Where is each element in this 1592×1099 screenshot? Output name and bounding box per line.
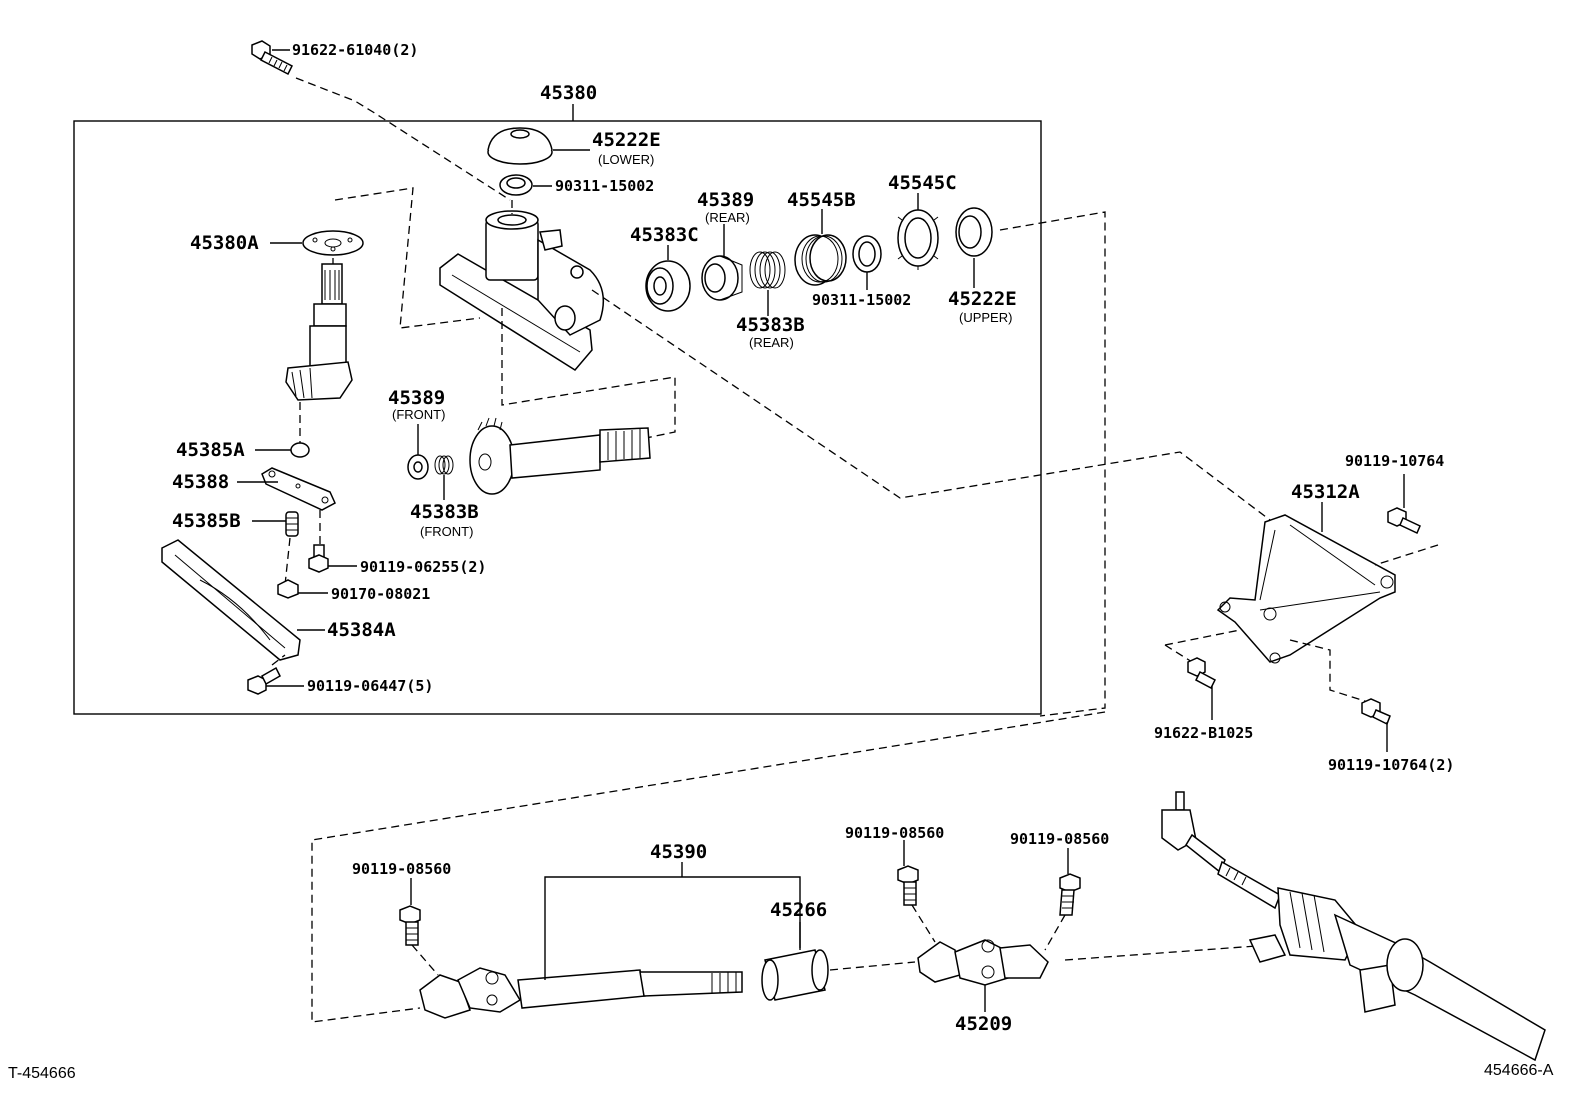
- label-45389-front: 45389: [388, 387, 445, 409]
- label-91622-61040: 91622-61040(2): [292, 41, 418, 59]
- cap-45222e-upper: [955, 207, 993, 257]
- corner-label-left: T-454666: [8, 1065, 76, 1082]
- cone-45389-rear: [701, 255, 743, 301]
- label-45385a: 45385A: [176, 439, 245, 461]
- label-45384a: 45384A: [327, 619, 396, 641]
- label-45222e-lower: 45222E: [592, 129, 661, 151]
- label-90311-15002-top: 90311-15002: [555, 177, 654, 195]
- label-45222e-upper: 45222E: [948, 288, 1017, 310]
- label-90119-08560-c: 90119-08560: [1010, 830, 1109, 848]
- label-45383b-rear: 45383B: [736, 314, 805, 336]
- label-90119-06447: 90119-06447(5): [307, 677, 433, 695]
- pinion-shaft: [285, 263, 353, 401]
- nut-90170-08021: [277, 579, 299, 599]
- label-upper: (UPPER): [959, 310, 1012, 325]
- bolt-90119-08560-c: [1059, 873, 1081, 916]
- spring-45545b: [794, 234, 847, 286]
- intermediate-shaft-45390: [419, 967, 743, 1019]
- ball-45385a: [290, 442, 310, 458]
- label-45312a: 45312A: [1291, 481, 1360, 503]
- spring-45383b-rear: [749, 251, 786, 289]
- label-front-2: (FRONT): [420, 524, 473, 539]
- label-45209: 45209: [955, 1013, 1012, 1035]
- seal-90311-15002-top: [499, 174, 533, 196]
- bolt-91622-b1025: [1187, 657, 1216, 690]
- label-rear-2: (REAR): [749, 335, 794, 350]
- bolt-91622-61040: [251, 40, 294, 76]
- gear-housing: [439, 210, 605, 371]
- cover-45384a: [161, 539, 301, 661]
- label-90170-08021: 90170-08021: [331, 585, 430, 603]
- label-45545b: 45545B: [787, 189, 856, 211]
- cap-45222e-lower: [487, 127, 553, 165]
- corner-label-right: 454666-A: [1484, 1062, 1554, 1079]
- steering-rack: [1161, 791, 1546, 1062]
- label-45389-rear: 45389: [697, 189, 754, 211]
- label-90119-08560-b: 90119-08560: [845, 824, 944, 842]
- label-90119-10764-top: 90119-10764: [1345, 452, 1444, 470]
- screw-45385b: [285, 511, 299, 537]
- label-45266: 45266: [770, 899, 827, 921]
- bolt-90119-08560-b: [897, 865, 919, 906]
- bracket-45312a: [1216, 514, 1396, 664]
- label-45380a: 45380A: [190, 232, 259, 254]
- plate-45388: [261, 467, 336, 511]
- bolt-90119-10764-top: [1387, 507, 1421, 535]
- label-45380: 45380: [540, 82, 597, 104]
- spring-45383b-front: [434, 455, 454, 475]
- assembly-45380-frame: [73, 120, 1042, 715]
- seal-90311-15002-mid: [852, 235, 882, 273]
- bolt-90119-06447: [247, 666, 281, 695]
- label-front: (FRONT): [392, 407, 445, 422]
- label-lower: (LOWER): [598, 152, 654, 167]
- flange-45380a: [302, 230, 364, 256]
- pinion-gear: [469, 417, 651, 495]
- label-90311-15002-mid: 90311-15002: [812, 291, 911, 309]
- label-90119-08560-a: 90119-08560: [352, 860, 451, 878]
- label-90119-06255: 90119-06255(2): [360, 558, 486, 576]
- label-rear: (REAR): [705, 210, 750, 225]
- label-45383c: 45383C: [630, 224, 699, 246]
- label-45390: 45390: [650, 841, 707, 863]
- bolt-90119-08560-a: [399, 905, 421, 946]
- cone-45389-front: [407, 454, 429, 480]
- label-91622-b1025: 91622-B1025: [1154, 724, 1253, 742]
- label-45388: 45388: [172, 471, 229, 493]
- sleeve-45266: [761, 949, 829, 1001]
- bearing-45383c: [645, 260, 691, 312]
- bolt-90119-06255: [308, 544, 329, 573]
- bolt-90119-10764-bottom: [1361, 698, 1391, 726]
- locknut-45545c: [897, 206, 939, 270]
- label-45545c: 45545C: [888, 172, 957, 194]
- universal-joint-45209: [917, 939, 1049, 986]
- label-45385b: 45385B: [172, 510, 241, 532]
- label-45383b-front: 45383B: [410, 501, 479, 523]
- label-90119-10764-2: 90119-10764(2): [1328, 756, 1454, 774]
